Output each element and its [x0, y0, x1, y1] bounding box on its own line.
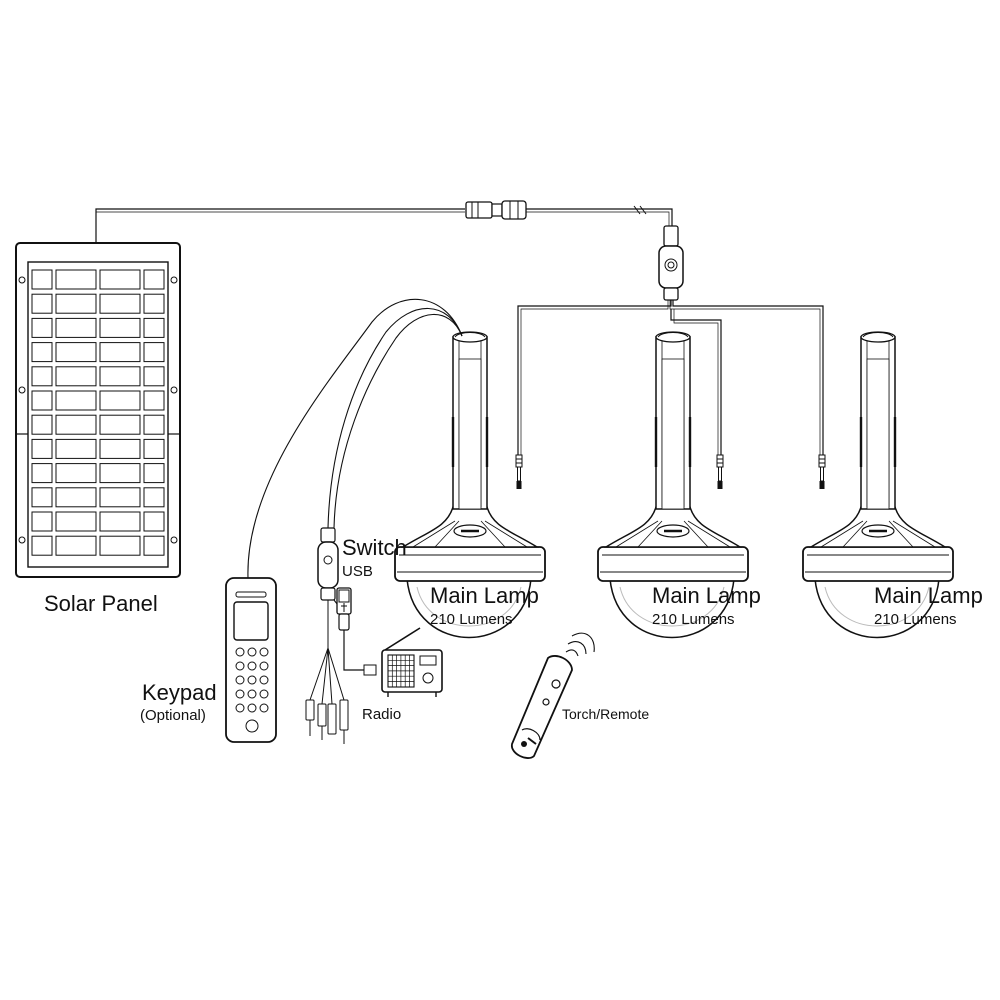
- solar-cell: [55, 390, 97, 411]
- radio-cable: [343, 630, 377, 676]
- keypad-key: [247, 675, 257, 685]
- usb-plug: [333, 587, 352, 631]
- solar-cell: [55, 463, 97, 484]
- keypad-key: [247, 647, 257, 657]
- accessory-cables: [247, 298, 463, 579]
- solar-cell: [31, 342, 53, 363]
- solar-cell: [55, 293, 97, 314]
- solar-cell: [143, 317, 165, 338]
- solar-cell: [31, 535, 53, 556]
- solar-cell: [31, 293, 53, 314]
- keypad: [225, 577, 277, 743]
- lamp-1-title: Main Lamp: [430, 583, 539, 608]
- keypad-optional-label: (Optional): [140, 707, 206, 724]
- solar-panel: [15, 242, 181, 578]
- keypad-key: [247, 703, 257, 713]
- solar-cell: [99, 438, 141, 459]
- inline-switch: [317, 527, 339, 601]
- lamp-3-output: 210 Lumens: [874, 611, 957, 628]
- usb-label: USB: [342, 563, 373, 580]
- solar-cell: [31, 269, 53, 290]
- solar-cell: [55, 366, 97, 387]
- lamp-2-output: 210 Lumens: [652, 611, 735, 628]
- solar-cell: [143, 487, 165, 508]
- solar-cell: [99, 535, 141, 556]
- keypad-key: [235, 661, 245, 671]
- lamp-3-title: Main Lamp: [874, 583, 983, 608]
- solar-cell: [99, 463, 141, 484]
- keypad-key: [259, 703, 269, 713]
- solar-cell: [143, 366, 165, 387]
- keypad-key: [235, 689, 245, 699]
- solar-cell: [55, 317, 97, 338]
- solar-cell: [31, 438, 53, 459]
- lamp-2-title: Main Lamp: [652, 583, 761, 608]
- solar-cell: [99, 390, 141, 411]
- solar-cell: [55, 487, 97, 508]
- solar-cell: [99, 342, 141, 363]
- solar-cell: [99, 293, 141, 314]
- solar-cell: [143, 390, 165, 411]
- keypad-key: [235, 675, 245, 685]
- keypad-key: [259, 689, 269, 699]
- keypad-key: [247, 661, 257, 671]
- cable-hub: [658, 225, 684, 301]
- solar-cell: [55, 511, 97, 532]
- keypad-key: [259, 675, 269, 685]
- solar-cable: [95, 200, 673, 243]
- keypad-key: [259, 661, 269, 671]
- radio-label: Radio: [362, 706, 402, 723]
- solar-cell: [143, 438, 165, 459]
- solar-cell: [143, 414, 165, 435]
- solar-cell: [143, 293, 165, 314]
- lamp-wires: [517, 300, 824, 455]
- solar-cell: [55, 535, 97, 556]
- solar-cell: [31, 366, 53, 387]
- solar-cell: [99, 414, 141, 435]
- solar-cell: [55, 342, 97, 363]
- solar-cell: [31, 463, 53, 484]
- keypad-key: [259, 647, 269, 657]
- radio: [381, 627, 443, 697]
- phone-charging-tips: [305, 600, 349, 744]
- solar-cell: [55, 438, 97, 459]
- solar-cell: [31, 390, 53, 411]
- solar-cell: [143, 511, 165, 532]
- solar-cell: [99, 366, 141, 387]
- solar-cell: [31, 511, 53, 532]
- solar-cell: [55, 414, 97, 435]
- lamp-1-output: 210 Lumens: [430, 611, 513, 628]
- solar-cell: [143, 463, 165, 484]
- solar-cell: [55, 269, 97, 290]
- solar-cell: [31, 487, 53, 508]
- solar-cell: [99, 317, 141, 338]
- keypad-center-button: [245, 719, 259, 733]
- keypad-label: Keypad: [142, 680, 217, 705]
- keypad-key: [235, 703, 245, 713]
- solar-cell: [99, 487, 141, 508]
- keypad-key: [247, 689, 257, 699]
- solar-cell: [99, 511, 141, 532]
- solar-cell: [31, 414, 53, 435]
- solar-cell: [143, 342, 165, 363]
- torch-remote-label: Torch/Remote: [562, 706, 650, 722]
- keypad-key: [235, 647, 245, 657]
- switch-label: Switch: [342, 535, 407, 560]
- solar-cell: [143, 269, 165, 290]
- torch-remote: [511, 632, 595, 759]
- solar-cell: [99, 269, 141, 290]
- solar-cell: [31, 317, 53, 338]
- solar-panel-label: Solar Panel: [44, 591, 158, 616]
- solar-cell: [143, 535, 165, 556]
